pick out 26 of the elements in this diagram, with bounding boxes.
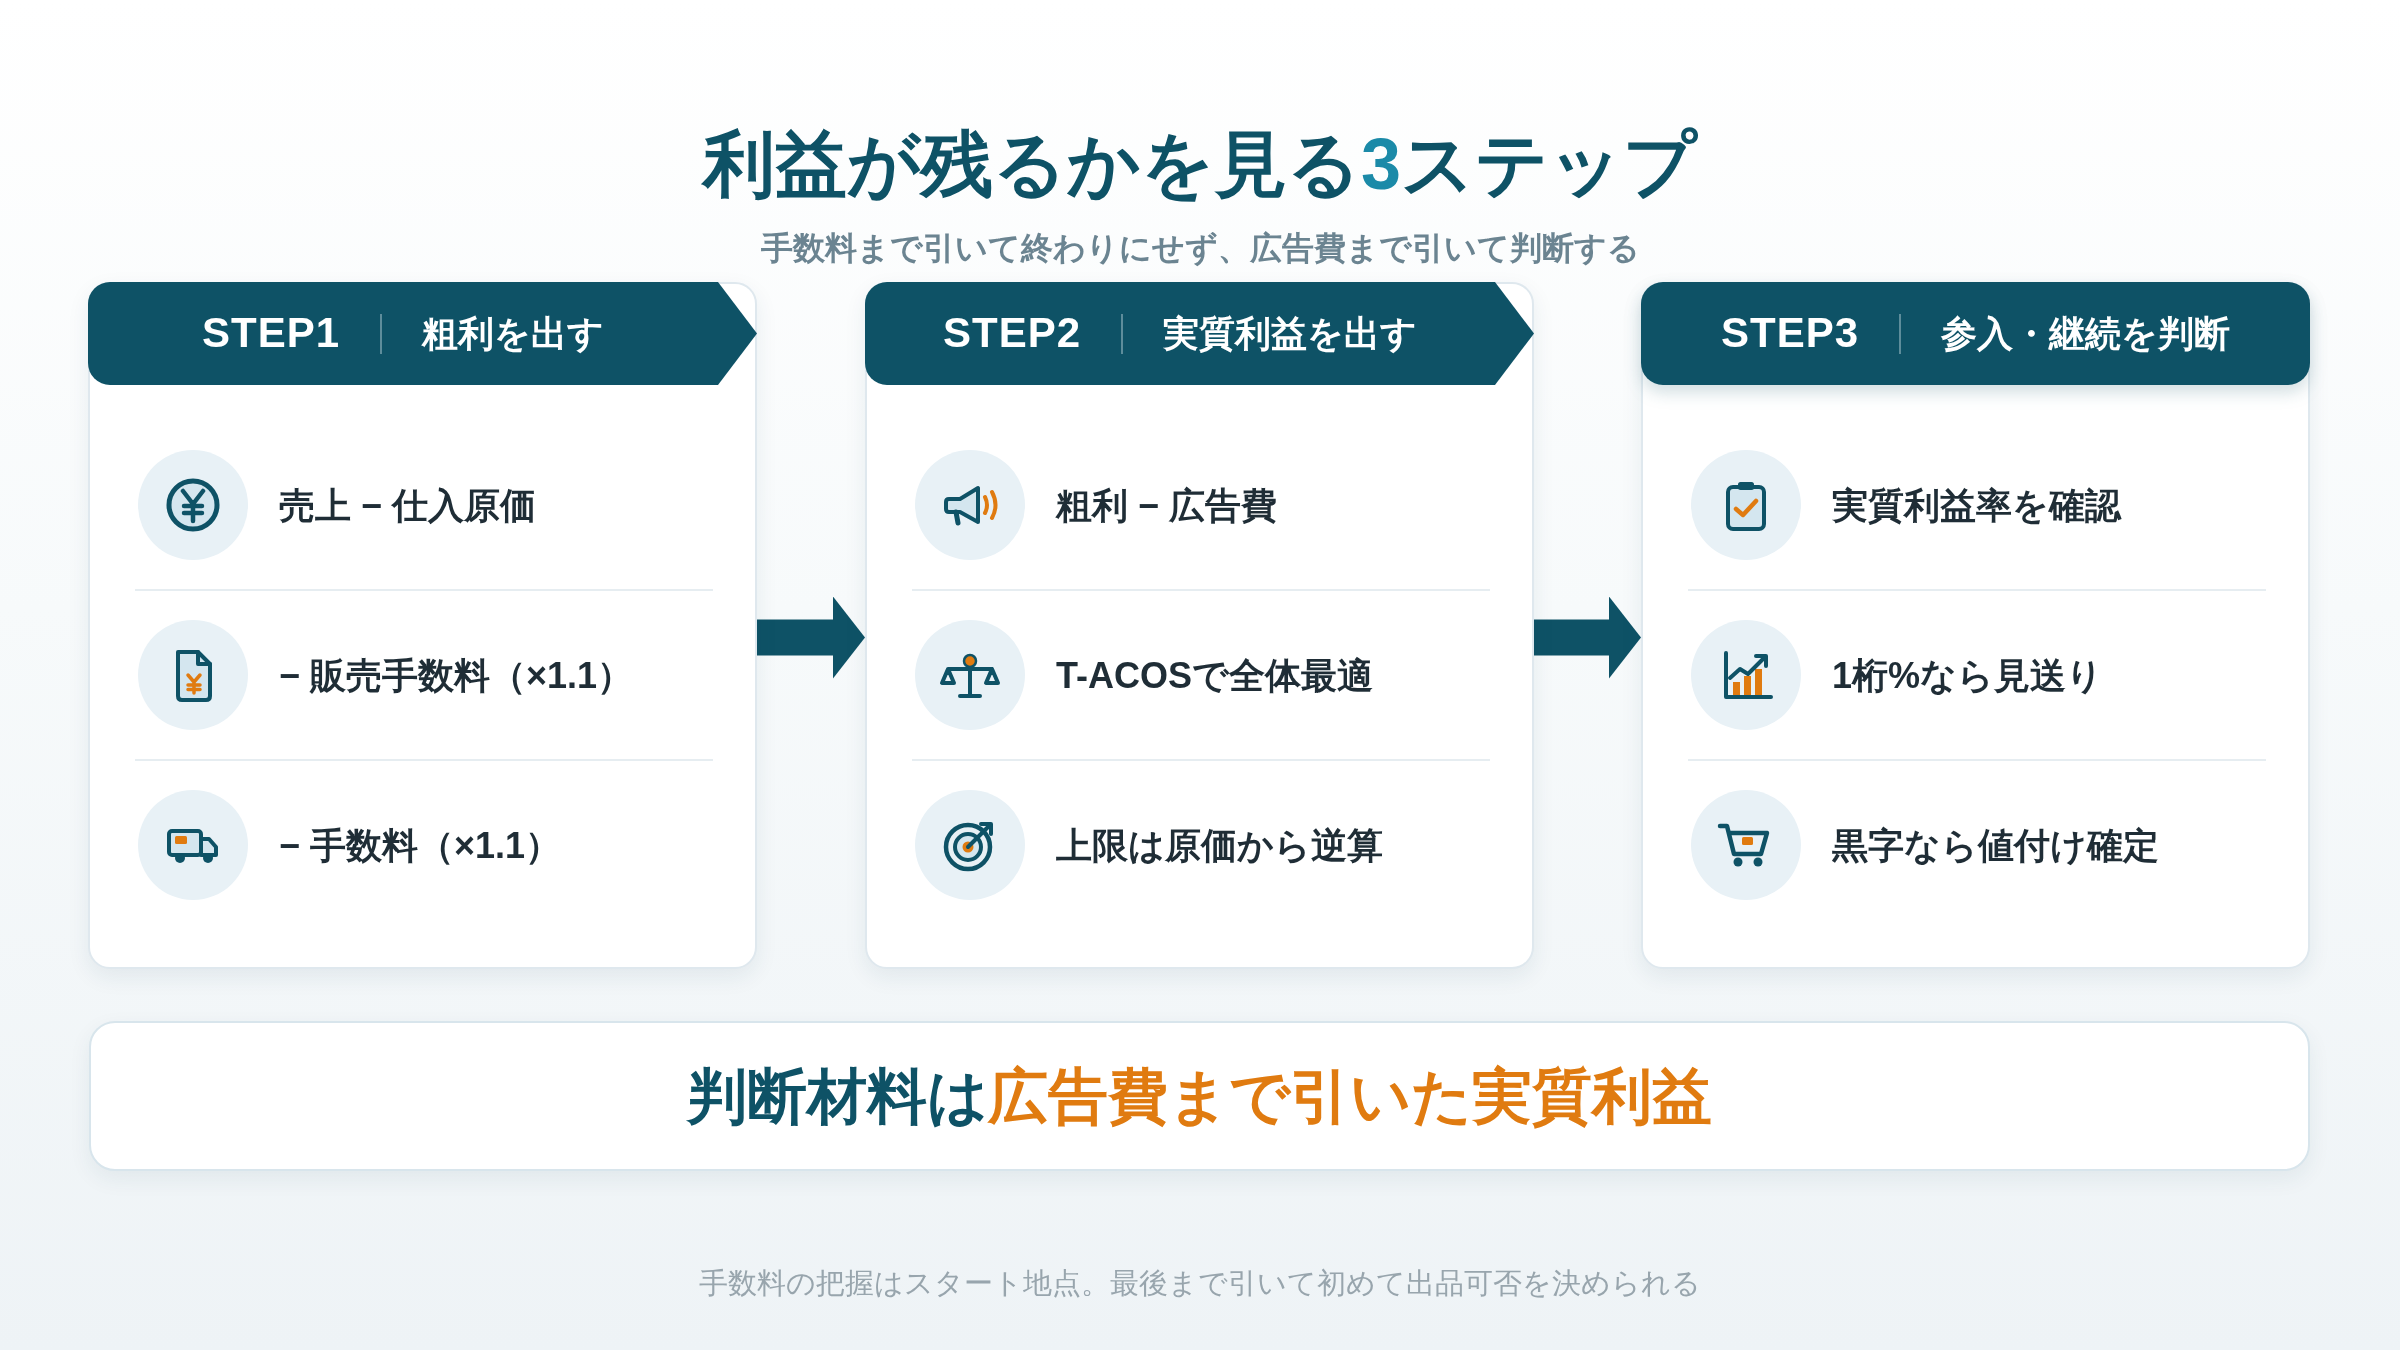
row-text: 実質利益率を確認: [1832, 483, 2121, 528]
row-text: 上限は原価から逆算: [1056, 823, 1383, 868]
row-text: 粗利 − 広告費: [1056, 483, 1278, 528]
step-title: 実質利益を出す: [1163, 311, 1418, 356]
step-title: 粗利を出す: [422, 311, 605, 356]
step-card: [865, 282, 1534, 969]
row-text: T-ACOSで全体最適: [1056, 653, 1373, 698]
arrow: [1534, 596, 1641, 679]
step-title: 参入・継続を判断: [1941, 311, 2231, 356]
row-text: − 販売手数料（×1.1）: [279, 653, 634, 698]
footnote: 手数料の把握はスタート地点。最後まで引いて初めて出品可否を決められる: [699, 1266, 1701, 1301]
subtitle: 手数料まで引いて終わりにせず、広告費まで引いて判断する: [760, 229, 1640, 268]
row-text: 1桁%なら見送り: [1832, 653, 2104, 698]
conclusion-text: 判断材料は: [687, 1061, 988, 1132]
step-card: [1641, 282, 2310, 969]
row-text: 黒字なら値付け確定: [1832, 823, 2159, 868]
conclusion-banner: [89, 1021, 2310, 1171]
step-card: [88, 282, 757, 969]
step-label: STEP3: [1720, 308, 1860, 359]
step-label: STEP2: [942, 308, 1082, 359]
highlight-text: 広告費まで引いた実質利益: [988, 1061, 1712, 1132]
title: 利益が残るかを見る3ステップ: [702, 123, 1697, 206]
row-text: 売上 − 仕入原価: [279, 483, 537, 528]
row-text: − 手数料（×1.1）: [279, 823, 562, 868]
step-label: STEP1: [201, 308, 341, 359]
arrow: [757, 596, 865, 679]
